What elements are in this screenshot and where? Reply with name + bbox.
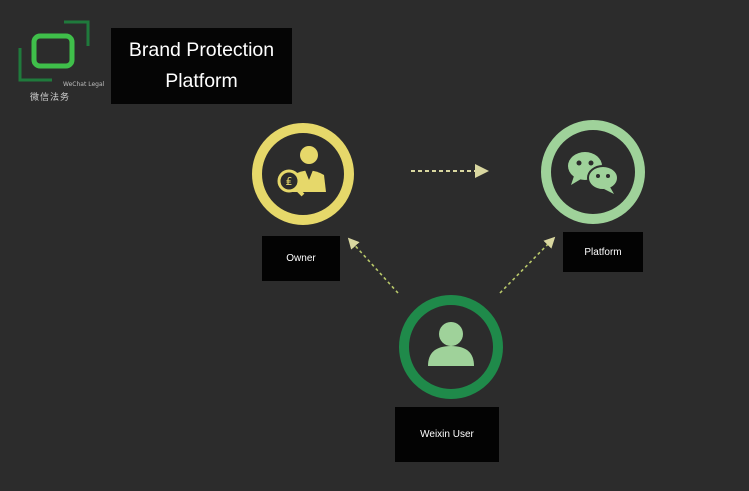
wechat-chat-bubbles-icon (568, 152, 619, 194)
user-label-text: Weixin User (420, 429, 474, 440)
owner-node: ₤ (252, 123, 354, 225)
platform-node (541, 120, 645, 224)
logo-name-en: WeChat Legal (63, 81, 105, 88)
wechat-legal-logo: WeChat Legal 微信法务 (18, 18, 104, 108)
owner-label: Owner (262, 236, 340, 281)
user-node (399, 295, 503, 399)
logo-mark-icon (18, 20, 90, 82)
owner-label-text: Owner (286, 253, 316, 264)
platform-label: Platform (563, 232, 643, 272)
svg-text:₤: ₤ (286, 175, 293, 188)
title-line-1: Brand Protection (128, 39, 275, 61)
owner-magnifier-icon: ₤ (277, 146, 326, 197)
page-title: Brand Protection Platform (111, 28, 292, 104)
logo-name-cn: 微信法务 (30, 93, 71, 103)
title-line-2: Platform (165, 70, 238, 92)
arrow-user-to-platform (499, 236, 556, 294)
user-person-icon (428, 322, 474, 366)
arrow-user-to-owner (347, 237, 399, 294)
platform-label-text: Platform (584, 246, 622, 258)
user-label: Weixin User (395, 407, 499, 462)
